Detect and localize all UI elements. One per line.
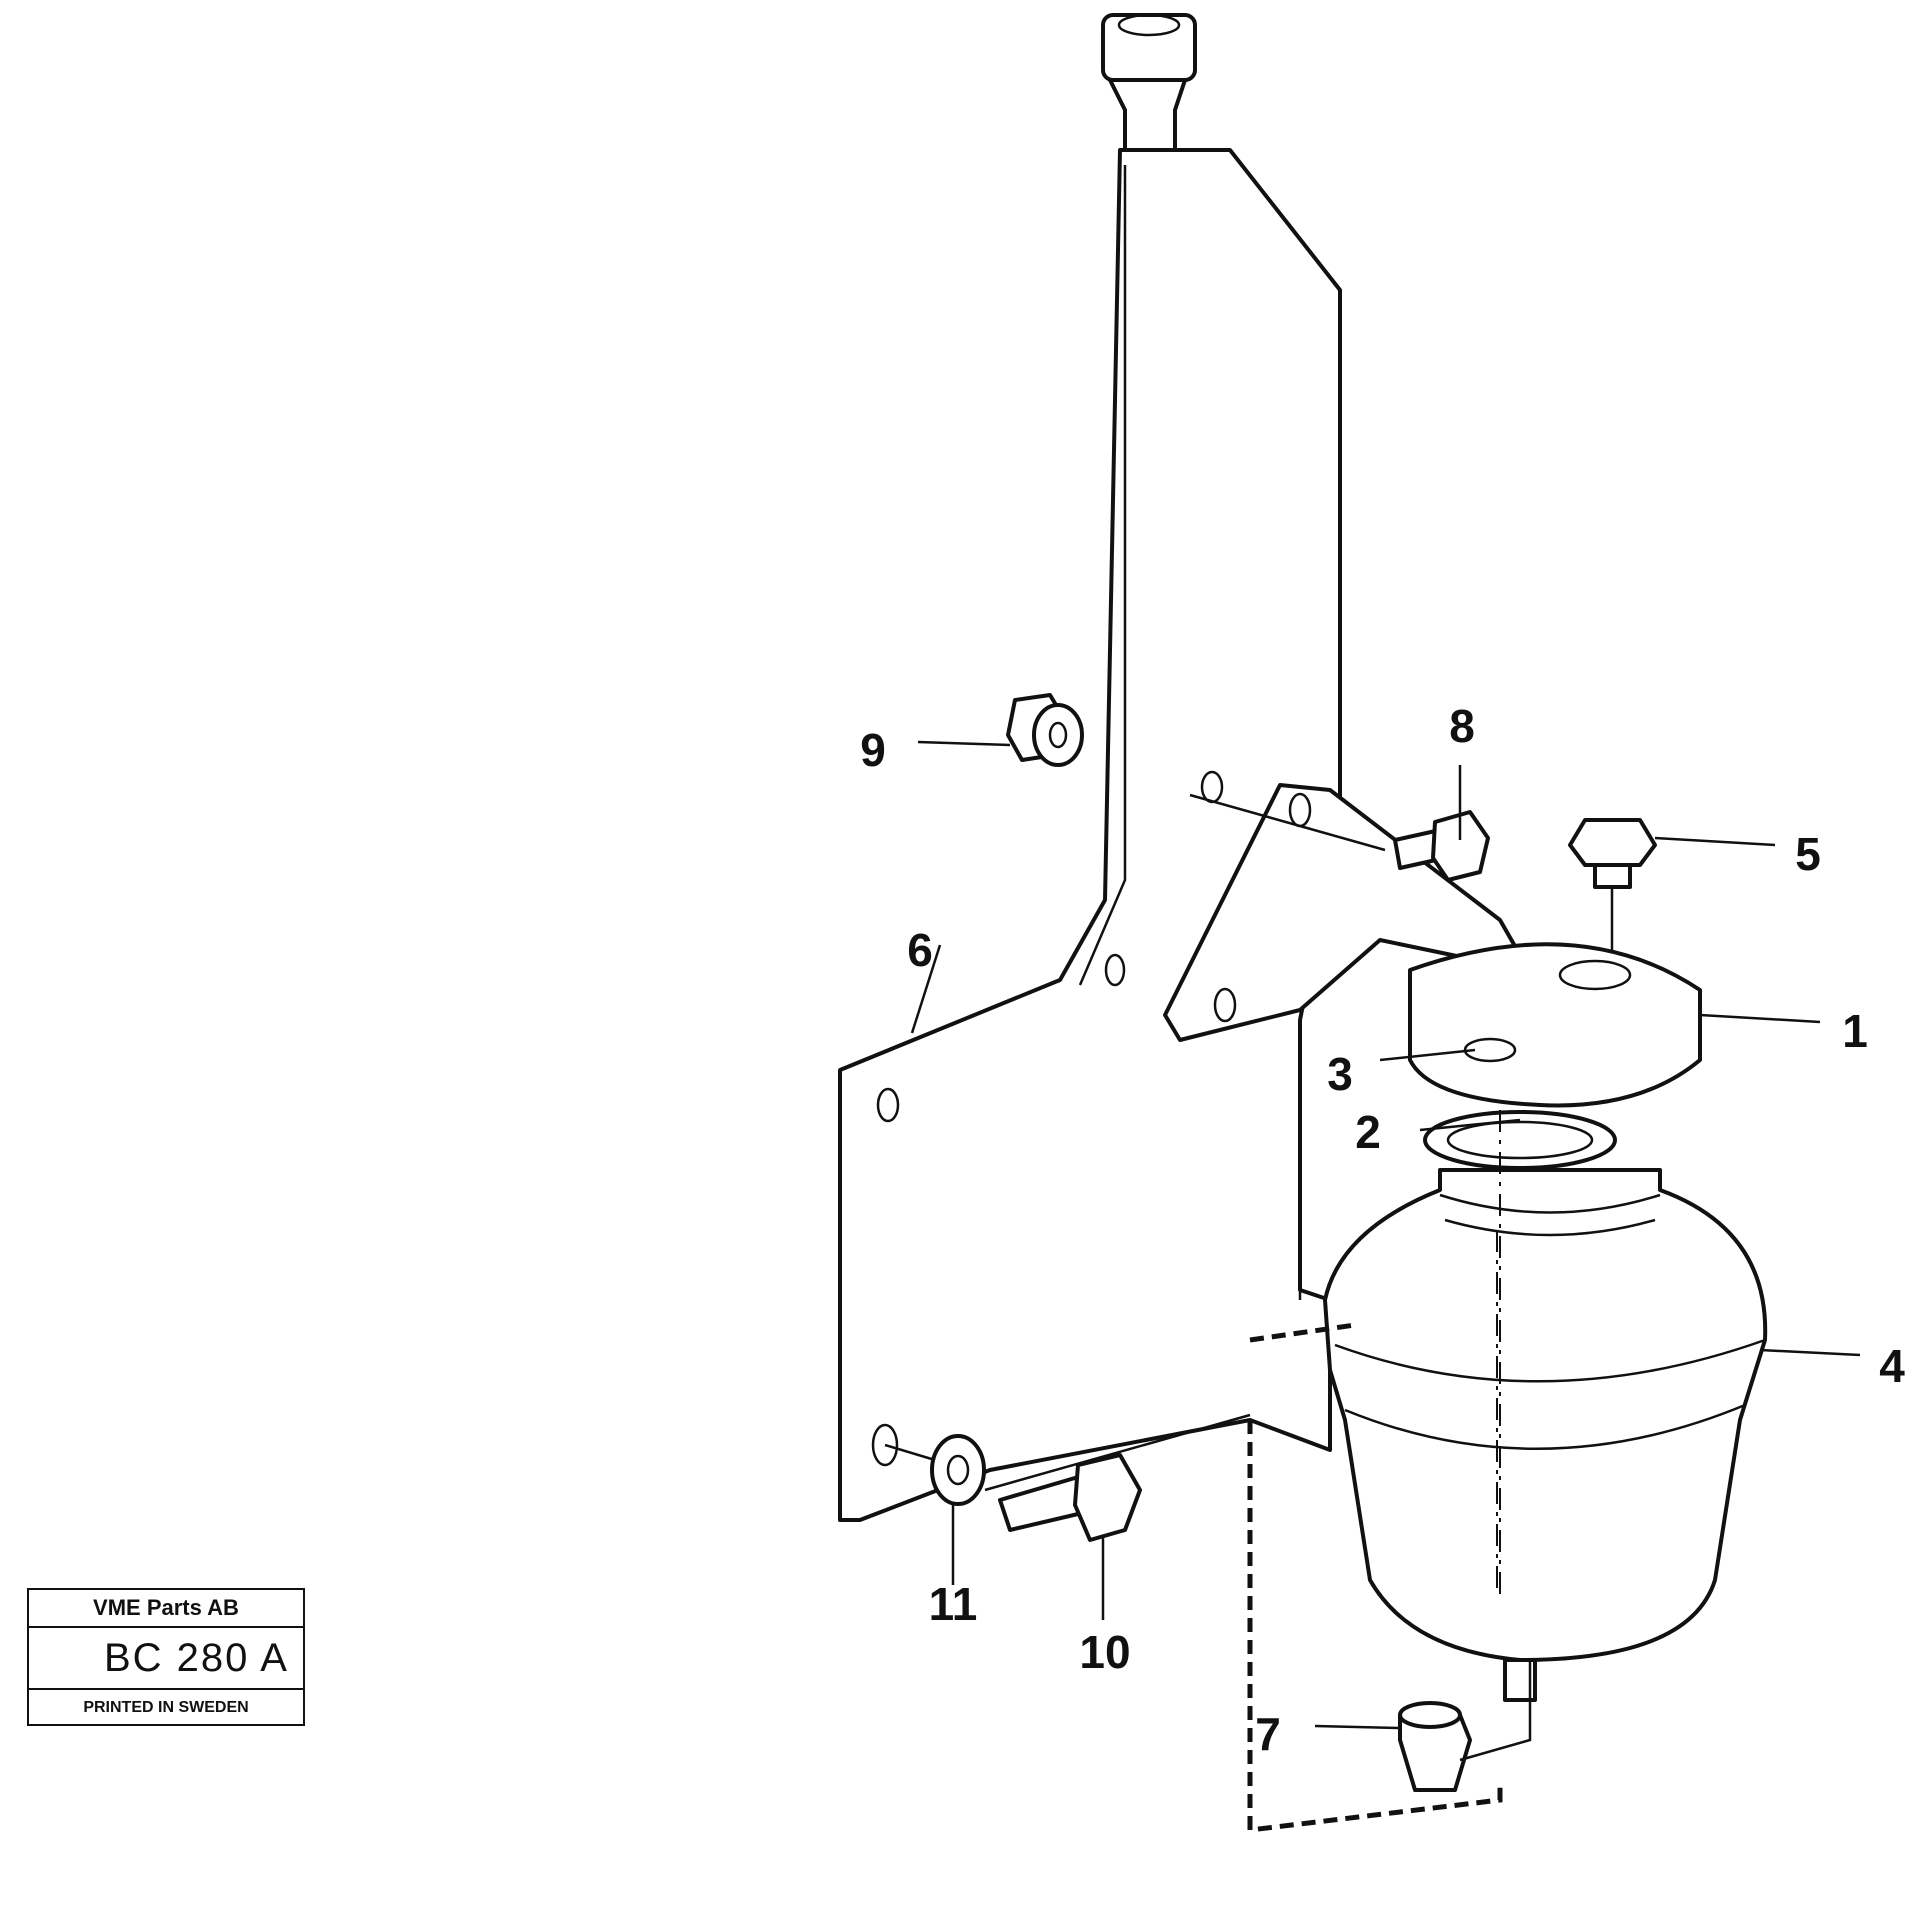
mounting-bracket-plate [838,148,1342,1522]
bolt-lower [998,1453,1142,1542]
assembly-lines [884,793,1614,1833]
callout-labels: 1 2 3 4 5 6 7 8 9 10 11 [860,700,1905,1760]
callout-1: 1 [1842,1005,1868,1057]
callout-2: 2 [1355,1106,1381,1158]
bolt-upper [1393,810,1490,882]
callout-3: 3 [1327,1048,1353,1100]
plug [1398,1701,1472,1792]
callout-4: 4 [1879,1340,1905,1392]
company-name: VME Parts AB [29,1590,303,1628]
fitting [1568,818,1657,889]
callout-leaders [910,740,1861,1730]
drawing-code: BC 280 A [29,1628,303,1690]
callout-10: 10 [1079,1626,1130,1678]
printed-note: PRINTED IN SWEDEN [83,1699,249,1716]
washer [930,1434,986,1506]
callout-9: 9 [860,724,886,776]
filler-tube [1101,13,1197,152]
callout-7: 7 [1255,1708,1281,1760]
callout-5: 5 [1795,828,1821,880]
callout-11: 11 [929,1578,978,1630]
callout-6: 6 [907,924,933,976]
nut [1006,693,1084,767]
fluid-reservoir [1323,1110,1768,1702]
reservoir-cap [1408,942,1702,1108]
title-block: VME Parts AB BC 280 A PRINTED IN SWEDEN [27,1588,305,1726]
callout-8: 8 [1449,700,1475,752]
